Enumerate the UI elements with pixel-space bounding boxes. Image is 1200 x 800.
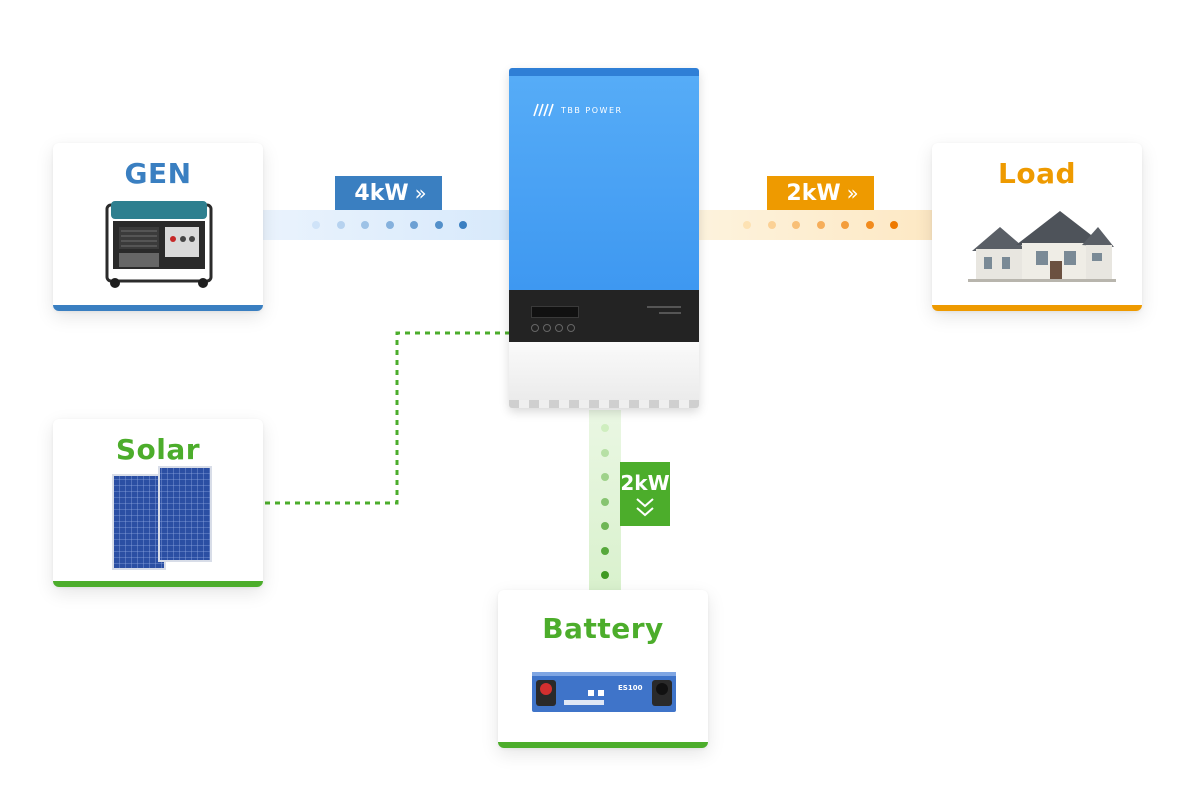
inverter-unit: TBB POWER <box>509 68 699 408</box>
inverter-display-screen <box>531 306 579 318</box>
solar-panels-icon <box>112 466 212 570</box>
solar-card-accent <box>53 581 263 587</box>
inverter-brand: TBB POWER <box>531 102 623 118</box>
flow-dot <box>601 522 609 530</box>
solar-label: Solar <box>115 433 201 466</box>
double-chevron-right-icon: ›› <box>414 181 427 205</box>
gen-label: GEN <box>124 157 192 190</box>
flow-dot <box>601 424 609 432</box>
gen-flow-tag: 4kW ›› <box>335 176 442 210</box>
inverter-button-1[interactable] <box>531 324 539 332</box>
house-icon <box>968 211 1116 282</box>
flow-dot <box>434 221 443 229</box>
inverter-button-3[interactable] <box>555 324 563 332</box>
load-card-accent <box>932 305 1142 311</box>
inverter-control-panel <box>509 290 699 342</box>
flow-dot <box>601 497 609 506</box>
battery-card[interactable]: Battery ES100 <box>498 590 708 748</box>
flow-dot <box>841 221 849 229</box>
load-label: Load <box>997 157 1076 190</box>
inverter-button-2[interactable] <box>543 324 551 332</box>
flow-dot <box>601 571 609 579</box>
inverter-button-4[interactable] <box>567 324 575 332</box>
flow-dot <box>601 546 609 555</box>
double-chevron-down-icon <box>636 498 654 517</box>
flow-dot <box>312 221 320 229</box>
flow-dot <box>601 473 609 481</box>
flow-dot <box>767 221 776 229</box>
battery-flow-value: 2kW <box>620 471 670 495</box>
flow-dot <box>816 221 825 229</box>
battery-device-icon <box>532 672 676 712</box>
battery-model-label: ES100 <box>618 684 643 692</box>
load-flow-tag: 2kW ›› <box>767 176 874 210</box>
flow-dot <box>601 448 609 457</box>
flow-dot <box>336 221 345 229</box>
gen-card[interactable]: GEN <box>53 143 263 311</box>
double-chevron-right-icon: ›› <box>846 181 859 205</box>
battery-label: Battery <box>542 612 664 645</box>
battery-flow-tag: 2kW <box>620 462 670 526</box>
flow-dot <box>890 221 898 229</box>
flow-dot <box>385 221 394 229</box>
flow-dot <box>410 221 418 229</box>
solar-card[interactable]: Solar <box>53 419 263 587</box>
flow-dot <box>792 221 800 229</box>
load-flow-value: 2kW <box>786 180 841 206</box>
flow-dot <box>743 221 751 229</box>
gen-flow-value: 4kW <box>354 180 409 206</box>
load-card[interactable]: Load <box>932 143 1142 311</box>
generator-icon <box>105 201 213 288</box>
gen-card-accent <box>53 305 263 311</box>
flow-dot <box>865 221 874 229</box>
flow-dot <box>459 221 467 229</box>
battery-card-accent <box>498 742 708 748</box>
tbb-logo-icon <box>533 103 554 117</box>
flow-dot <box>361 221 369 229</box>
